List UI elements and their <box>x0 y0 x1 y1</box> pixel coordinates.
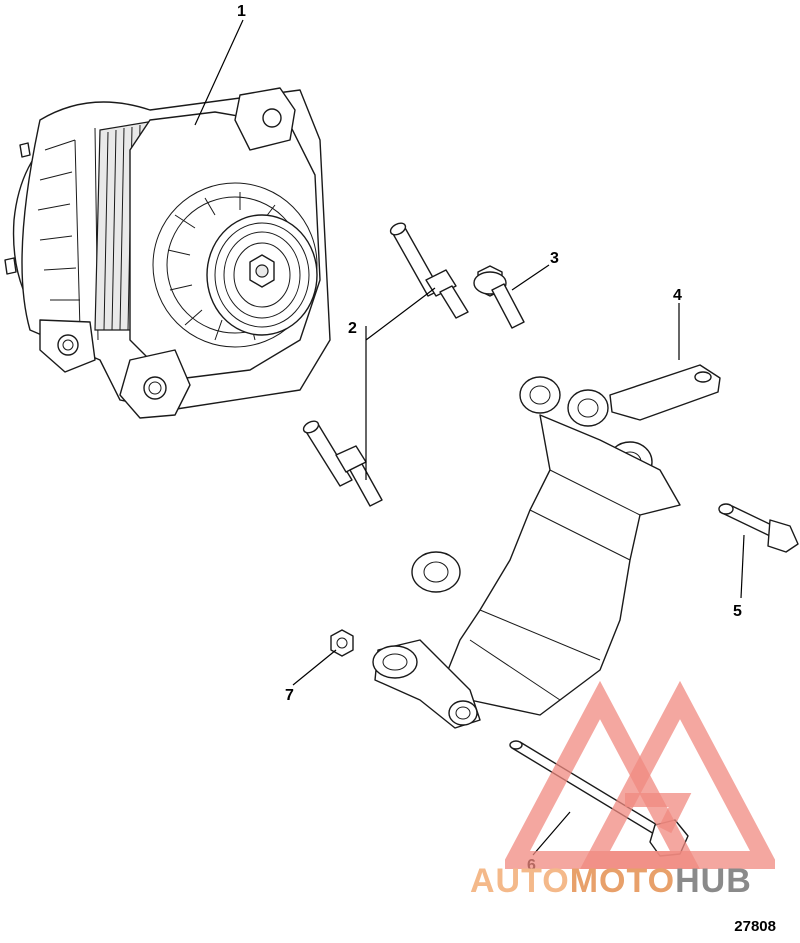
callout-5: 5 <box>733 603 742 620</box>
callout-4: 4 <box>673 287 682 304</box>
watermark-text: AUTOMOTOHUB <box>470 862 752 901</box>
watermark-hub: HUB <box>675 862 752 900</box>
callout-7: 7 <box>285 687 294 704</box>
stud-lower <box>302 420 383 507</box>
watermark-auto: AUTO <box>470 862 570 900</box>
figure-number: 27808 <box>734 918 776 935</box>
bolt-3 <box>473 265 525 329</box>
callout-1: 1 <box>237 3 246 20</box>
bolt-5 <box>718 503 799 553</box>
stud-upper <box>389 222 469 319</box>
watermark-logo-icon <box>505 680 775 869</box>
watermark-moto: MOTO <box>569 862 676 900</box>
nut-7 <box>330 629 354 657</box>
callout-2: 2 <box>348 320 357 337</box>
mounting-bracket <box>372 364 721 729</box>
callout-3: 3 <box>550 250 559 267</box>
leader-lines <box>194 19 745 856</box>
alternator <box>4 87 331 419</box>
